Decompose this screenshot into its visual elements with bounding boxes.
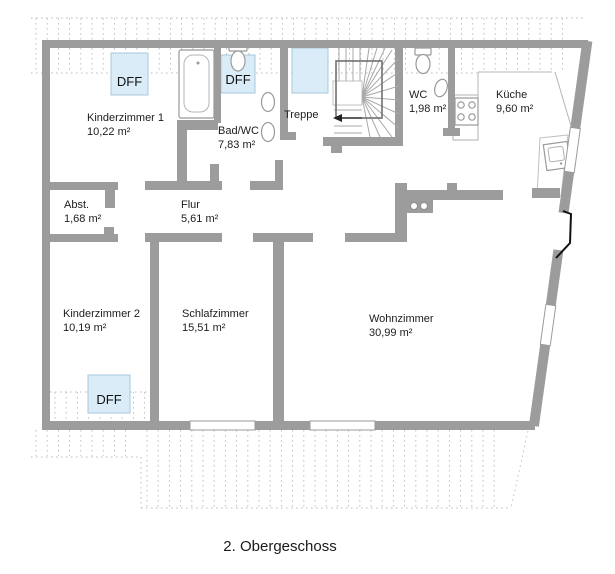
chimney-flues xyxy=(410,202,428,210)
stove-icon xyxy=(454,97,479,126)
bathtub-icon xyxy=(178,49,215,119)
balcony-door-swing xyxy=(555,210,573,259)
window-bottom-1 xyxy=(189,420,256,431)
window-bottom-2 xyxy=(309,420,376,431)
skylight-boxes xyxy=(87,47,329,414)
toilet-bad-icon xyxy=(228,43,248,72)
slanted-wall xyxy=(528,40,593,427)
toilet-wc-icon xyxy=(414,47,432,75)
sink-icon xyxy=(542,140,572,172)
window-slant-1 xyxy=(563,126,581,174)
window-slant-2 xyxy=(539,303,557,347)
washbasin-bad-icons xyxy=(260,91,276,143)
stairs-direction-arrow xyxy=(333,114,362,122)
staircase xyxy=(332,47,400,138)
washbasin-wc-icon xyxy=(434,78,448,98)
wall-segments xyxy=(42,40,593,431)
dff-kinderzimmer-2 xyxy=(87,374,131,414)
knee-wall-line xyxy=(477,71,572,127)
dff-kinderzimmer-1 xyxy=(110,52,149,96)
skylight-treppe xyxy=(291,47,329,94)
chimney xyxy=(395,183,503,242)
